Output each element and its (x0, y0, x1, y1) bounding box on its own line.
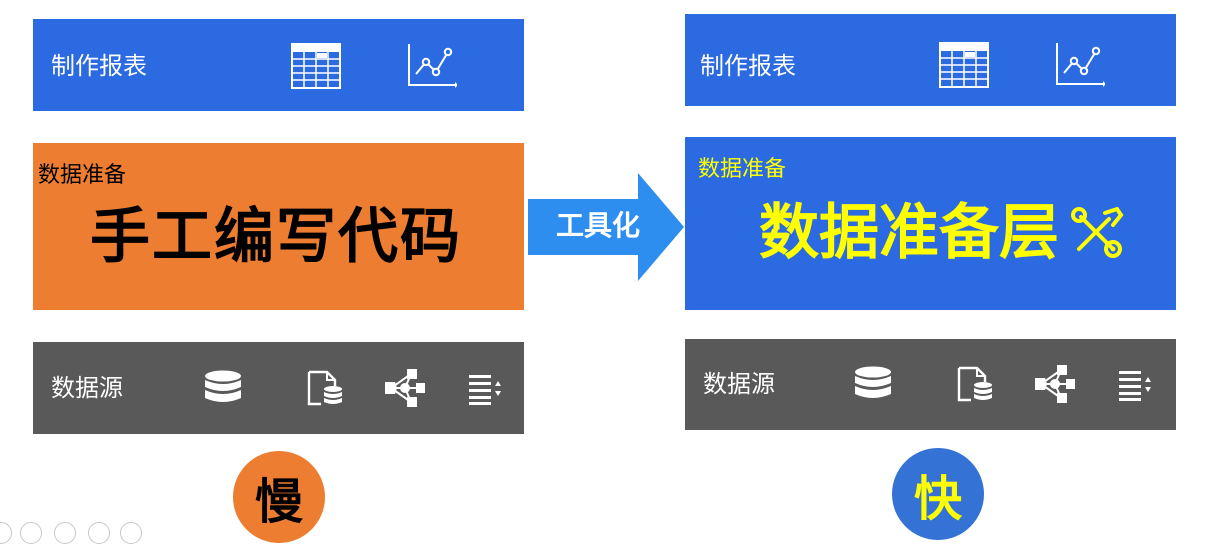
network-hub-icon (1033, 364, 1077, 404)
play-icon[interactable] (0, 522, 12, 544)
left-prep-panel: 数据准备 手工编写代码 (33, 143, 524, 310)
database-icon (203, 370, 243, 406)
left-source-label: 数据源 (51, 374, 123, 402)
right-report-label: 制作报表 (700, 52, 796, 80)
right-prep-title: 数据准备层 (759, 198, 1059, 268)
sort-list-icon (1117, 368, 1157, 402)
left-prep-label: 数据准备 (38, 163, 127, 188)
slides-icon[interactable] (54, 522, 76, 544)
left-source-panel: 数据源 (33, 342, 524, 434)
file-database-icon (305, 370, 345, 406)
left-prep-title: 手工编写代码 (90, 202, 462, 272)
line-chart-icon (1053, 41, 1105, 87)
right-source-label: 数据源 (703, 370, 775, 398)
right-report-panel: 制作报表 (685, 14, 1176, 106)
slow-badge: 慢 (233, 451, 325, 543)
right-prep-label: 数据准备 (698, 157, 787, 182)
left-report-panel: 制作报表 (33, 19, 524, 111)
pen-icon[interactable] (20, 522, 42, 544)
right-source-panel: 数据源 (685, 339, 1176, 430)
more-icon[interactable] (120, 522, 142, 544)
network-hub-icon (383, 368, 427, 408)
fast-badge: 快 (892, 448, 984, 540)
table-icon (291, 43, 341, 89)
file-database-icon (955, 366, 995, 402)
tools-icon (1069, 207, 1125, 259)
zoom-icon[interactable] (88, 522, 110, 544)
sort-list-icon (467, 372, 507, 406)
arrow-right-icon (528, 173, 684, 281)
table-icon (939, 42, 989, 88)
database-icon (853, 366, 893, 402)
arrow-label: 工具化 (555, 209, 640, 242)
right-prep-panel: 数据准备 数据准备层 (685, 137, 1176, 310)
left-report-label: 制作报表 (51, 52, 147, 80)
line-chart-icon (405, 42, 457, 88)
